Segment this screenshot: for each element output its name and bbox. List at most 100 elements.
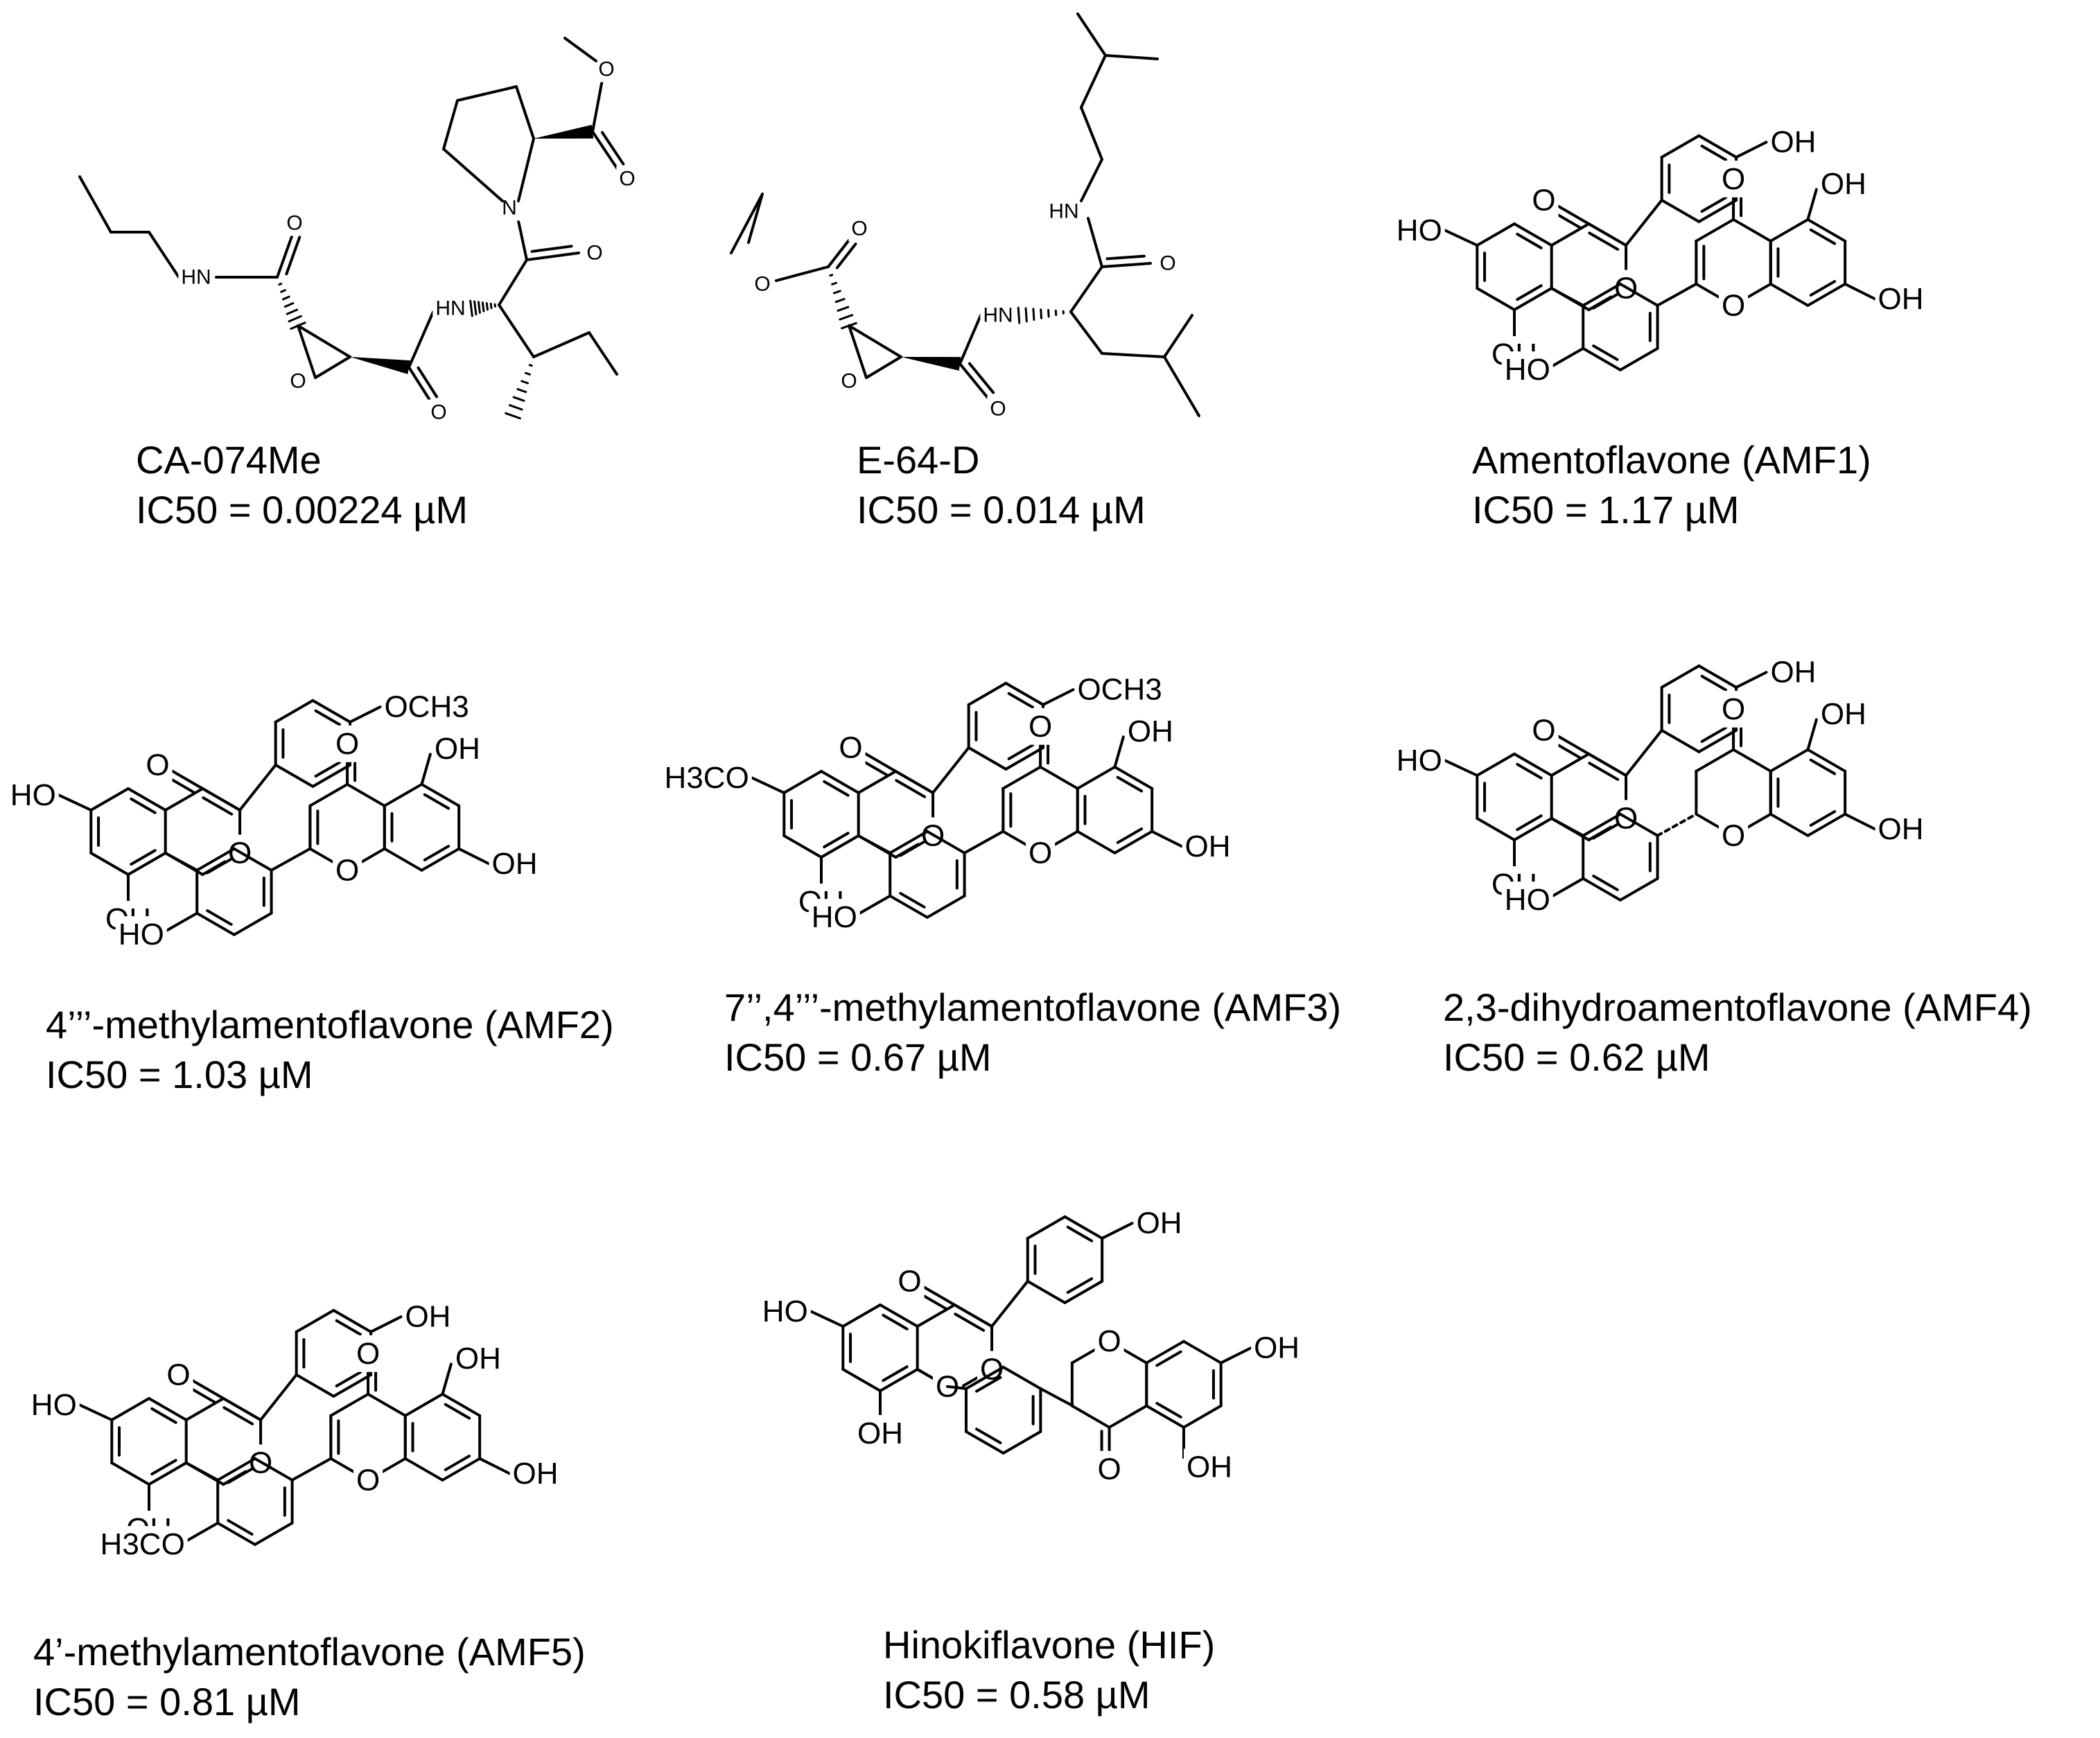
label-mask [1529, 712, 1559, 749]
bond [1618, 877, 1659, 902]
atom-label: OCH3 [384, 690, 469, 724]
hash-bond [505, 412, 521, 420]
bond [202, 796, 234, 816]
label-mask [1767, 123, 1819, 161]
compound-ic50: IC50 = 0.014 µM [857, 488, 1146, 532]
bond [165, 911, 199, 932]
hash-bond [832, 290, 841, 295]
bond [1069, 310, 1103, 355]
structure-amf2: OOOCH3HOOHHOOOOHOH [7, 688, 541, 954]
bond [184, 1397, 225, 1421]
bond [227, 1519, 254, 1536]
label-mask [332, 852, 362, 889]
bond [1113, 765, 1154, 790]
bond [222, 1406, 254, 1425]
label-mask [1501, 351, 1553, 389]
hash-bond [839, 314, 854, 321]
bond [148, 1462, 188, 1486]
bond [1155, 1350, 1182, 1367]
bond [297, 324, 351, 358]
compound-caption-amf2: 4’’’-methylamentoflavone (AMF2) IC50 = 1… [46, 1000, 614, 1100]
compound-caption-amf4: 2,3-dihydroamentoflavone (AMF4) IC50 = 0… [1443, 983, 2032, 1082]
bond [1809, 228, 1837, 245]
label-mask [1025, 708, 1056, 745]
atom-label: OH [1128, 714, 1173, 748]
label-mask [1875, 281, 1927, 317]
bond [308, 782, 349, 807]
label-mask [1529, 182, 1559, 219]
bond [1844, 282, 1877, 301]
bond [1443, 229, 1479, 247]
bond [1219, 1346, 1253, 1364]
hash-bond [1017, 306, 1021, 324]
bond [383, 847, 423, 872]
atom-label: OH [857, 1416, 903, 1450]
bond [1582, 877, 1622, 902]
bond [442, 99, 459, 150]
label-mask [759, 1292, 811, 1330]
bond [1769, 812, 1810, 837]
label-mask [353, 1462, 383, 1499]
atom-label: O [286, 212, 302, 235]
label-mask [332, 725, 362, 762]
bond [857, 770, 898, 794]
bond [314, 761, 342, 778]
label-mask [432, 295, 469, 322]
bond [1516, 762, 1543, 780]
bond [865, 356, 902, 379]
compound-name: 2,3-dihydroamentoflavone (AMF4) [1443, 985, 2032, 1029]
hash-bond [286, 308, 299, 315]
label-mask [1393, 741, 1445, 779]
hash-bond [834, 297, 846, 304]
bond [967, 681, 1008, 706]
bond [335, 1371, 362, 1388]
label-mask [115, 916, 167, 954]
bond [1806, 218, 1847, 243]
bond [916, 1304, 956, 1328]
atom-label: HO [1397, 213, 1442, 247]
atom-label: HO [31, 1388, 77, 1422]
bond [591, 130, 622, 175]
bond [1080, 54, 1107, 109]
label-mask [1501, 881, 1553, 919]
atom-label: O [619, 168, 635, 191]
bond [1113, 830, 1154, 854]
bond [1108, 1404, 1148, 1429]
bond [515, 85, 535, 140]
bond [1066, 1277, 1094, 1294]
bond [478, 1457, 511, 1475]
hash-bond [829, 274, 834, 277]
bond [186, 1521, 220, 1542]
atom-label: O [841, 370, 857, 393]
bond [270, 847, 312, 872]
label-mask [1182, 828, 1234, 865]
atom-label: OH [1770, 656, 1816, 690]
bond [1101, 1222, 1134, 1240]
bond [1007, 744, 1035, 761]
compound-ic50: IC50 = 1.17 µM [1472, 488, 1740, 532]
bond [1513, 287, 1553, 311]
label-mask [1393, 211, 1445, 249]
bond [1001, 1430, 1042, 1455]
atom-label: O [146, 748, 169, 782]
bond [295, 1373, 335, 1398]
label-mask [1875, 811, 1927, 848]
bond [750, 776, 786, 794]
atom-label: OH [1254, 1331, 1300, 1365]
wedge-bond [901, 357, 961, 371]
bond [1592, 344, 1619, 361]
label-mask [895, 1263, 925, 1300]
hash-bond [528, 364, 533, 367]
bond [1443, 759, 1479, 777]
bond [1618, 346, 1659, 371]
bond [1700, 674, 1728, 692]
label-mask [1718, 160, 1749, 198]
bond [858, 894, 892, 915]
atom-label: OH [1185, 830, 1231, 863]
label-mask [808, 899, 860, 936]
bond [1769, 282, 1810, 307]
bond [110, 1462, 150, 1486]
bond [895, 779, 927, 798]
bond [216, 1457, 256, 1482]
bond [274, 763, 315, 788]
